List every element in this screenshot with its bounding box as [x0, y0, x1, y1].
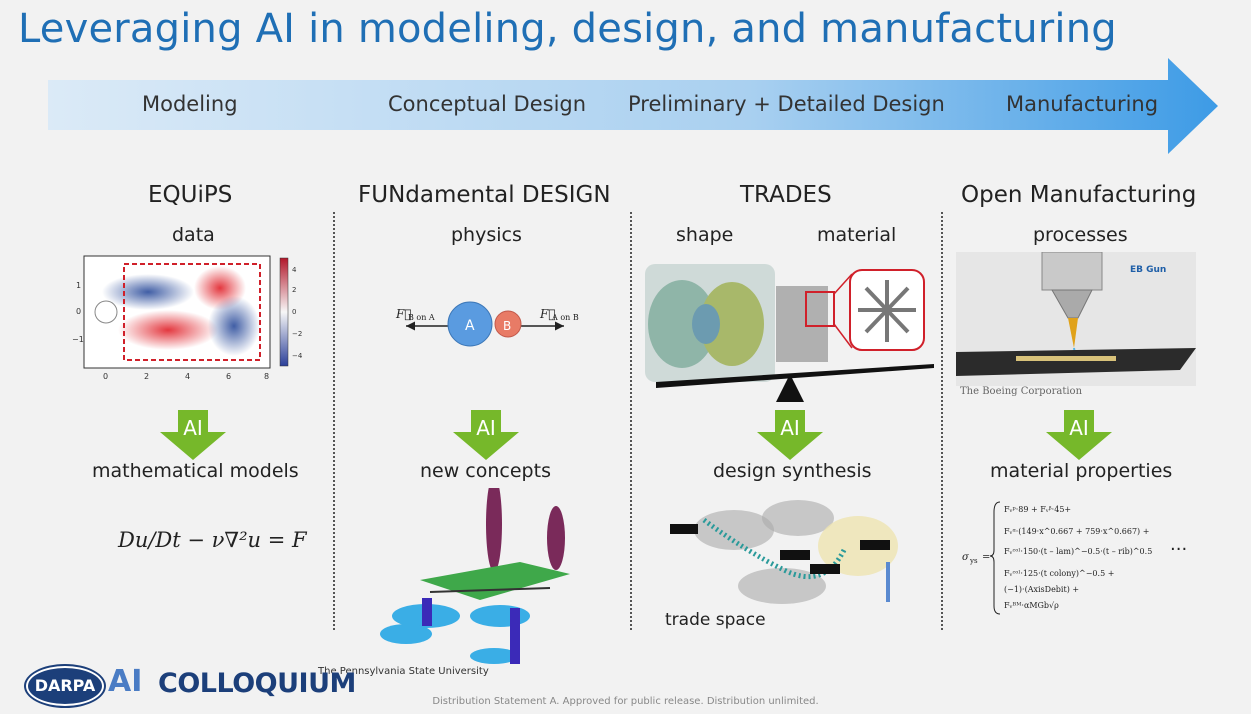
force-diagram: A B F⃗ B on A F⃗ A on B: [395, 301, 579, 347]
y-tick: 1: [76, 281, 81, 290]
colorbar-tick: 4: [292, 266, 297, 274]
stage-conceptual-design: Conceptual Design: [388, 92, 587, 116]
formula-lhs: σ: [962, 552, 970, 563]
formula-line: Fᵥᶜᵒˡ·150·(t – lam)^−0.5·(t – rib)^0.5: [1004, 547, 1152, 556]
force-b-on-a-subscript: B on A: [408, 313, 435, 322]
trade-space-label: trade space: [665, 610, 766, 630]
force-b-on-a: F⃗: [395, 307, 412, 321]
eb-gun-label: EB Gun: [1130, 265, 1166, 275]
ai-arrow-label: AI: [1069, 416, 1089, 440]
x-tick: 6: [226, 372, 231, 381]
ai-arrow-icon: AI: [158, 410, 228, 460]
colorbar-tick: 2: [292, 286, 296, 294]
output-mathematical-models: mathematical models: [92, 460, 299, 482]
formula-line: Fᵥᴮᴹ·αMGb√ρ: [1004, 601, 1059, 610]
formula-lhs-subscript: ys: [969, 557, 978, 565]
ai-logo-text: AI: [108, 664, 143, 699]
heading-equips: EQUiPS: [148, 182, 233, 208]
darpa-logo: DARPA: [26, 666, 104, 706]
ball-a-label: A: [465, 318, 475, 334]
column-divider: [333, 212, 335, 630]
formula-line: Fᵥᵅ·(149·x^0.667 + 759·x^0.667) +: [1004, 527, 1149, 536]
force-a-on-b-subscript: A on B: [551, 313, 579, 322]
boeing-credit: The Boeing Corporation: [960, 386, 1083, 397]
stage-manufacturing: Manufacturing: [1006, 92, 1159, 116]
input-shape: shape: [676, 224, 734, 246]
psu-credit: The Pennsylvania State University: [318, 666, 489, 677]
x-tick: 4: [185, 372, 190, 381]
input-data: data: [172, 224, 215, 246]
ai-arrow-label: AI: [780, 416, 800, 440]
x-tick: 8: [264, 372, 269, 381]
heading-open-manufacturing: Open Manufacturing: [961, 182, 1197, 208]
process-arrow: [48, 58, 1218, 154]
input-processes: processes: [1033, 224, 1128, 246]
formula-line: Fᵥᶜᵒˡ·125·(t colony)^−0.5 +: [1004, 569, 1114, 578]
ai-arrow-icon: AI: [755, 410, 825, 460]
output-new-concepts: new concepts: [420, 460, 551, 482]
formula-equals: =: [982, 552, 990, 563]
heading-fundamental-design: FUNdamental DESIGN: [358, 182, 611, 208]
ai-arrow-label: AI: [476, 416, 496, 440]
input-material: material: [817, 224, 897, 246]
ai-arrow-icon: AI: [1044, 410, 1114, 460]
colloquium-logo-text: COLLOQUIUM: [158, 668, 356, 699]
x-tick: 0: [103, 372, 108, 381]
navier-stokes-equation: Du/Dt − ν∇²u = F: [118, 528, 307, 552]
colorbar-tick: 0: [292, 308, 296, 316]
force-a-on-b: F⃗: [539, 307, 556, 321]
colorbar-tick: −4: [292, 352, 303, 360]
output-design-synthesis: design synthesis: [713, 460, 872, 482]
stage-preliminary-detailed-design: Preliminary + Detailed Design: [628, 92, 945, 116]
colorbar-tick: −2: [292, 330, 302, 338]
ai-arrow-label: AI: [183, 416, 203, 440]
yield-strength-formula: σ ys = Fᵥᵖ·89 + Fᵥᵝ·45+ Fᵥᵅ·(149·x^0.667…: [962, 501, 1152, 615]
trade-space-image: [670, 500, 898, 604]
slide-title: Leveraging AI in modeling, design, and m…: [18, 6, 1117, 52]
output-material-properties: material properties: [990, 460, 1173, 482]
heading-trades: TRADES: [740, 182, 832, 208]
ball-b-label: B: [503, 319, 511, 333]
column-divider: [630, 212, 632, 630]
concept-vehicle-image: [380, 488, 570, 664]
column-divider: [941, 212, 943, 630]
y-tick: −1: [72, 335, 84, 344]
vortex-flow-plot: 1 0 −1 0 2 4 6 8 4 2 0 −2 −4: [72, 255, 303, 381]
shape-material-balance: [645, 264, 934, 402]
eb-gun-machine-image: EB Gun: [956, 252, 1196, 386]
stage-modeling: Modeling: [142, 92, 238, 116]
formula-ellipsis: ...: [1170, 534, 1188, 555]
formula-line: Fᵥᵖ·89 + Fᵥᵝ·45+: [1004, 505, 1071, 514]
x-tick: 2: [144, 372, 149, 381]
y-tick: 0: [76, 307, 81, 316]
formula-line: (−1)·(AxisDebit) +: [1004, 585, 1079, 594]
input-physics: physics: [451, 224, 522, 246]
ai-arrow-icon: AI: [451, 410, 521, 460]
distribution-statement: Distribution Statement A. Approved for p…: [432, 696, 819, 707]
